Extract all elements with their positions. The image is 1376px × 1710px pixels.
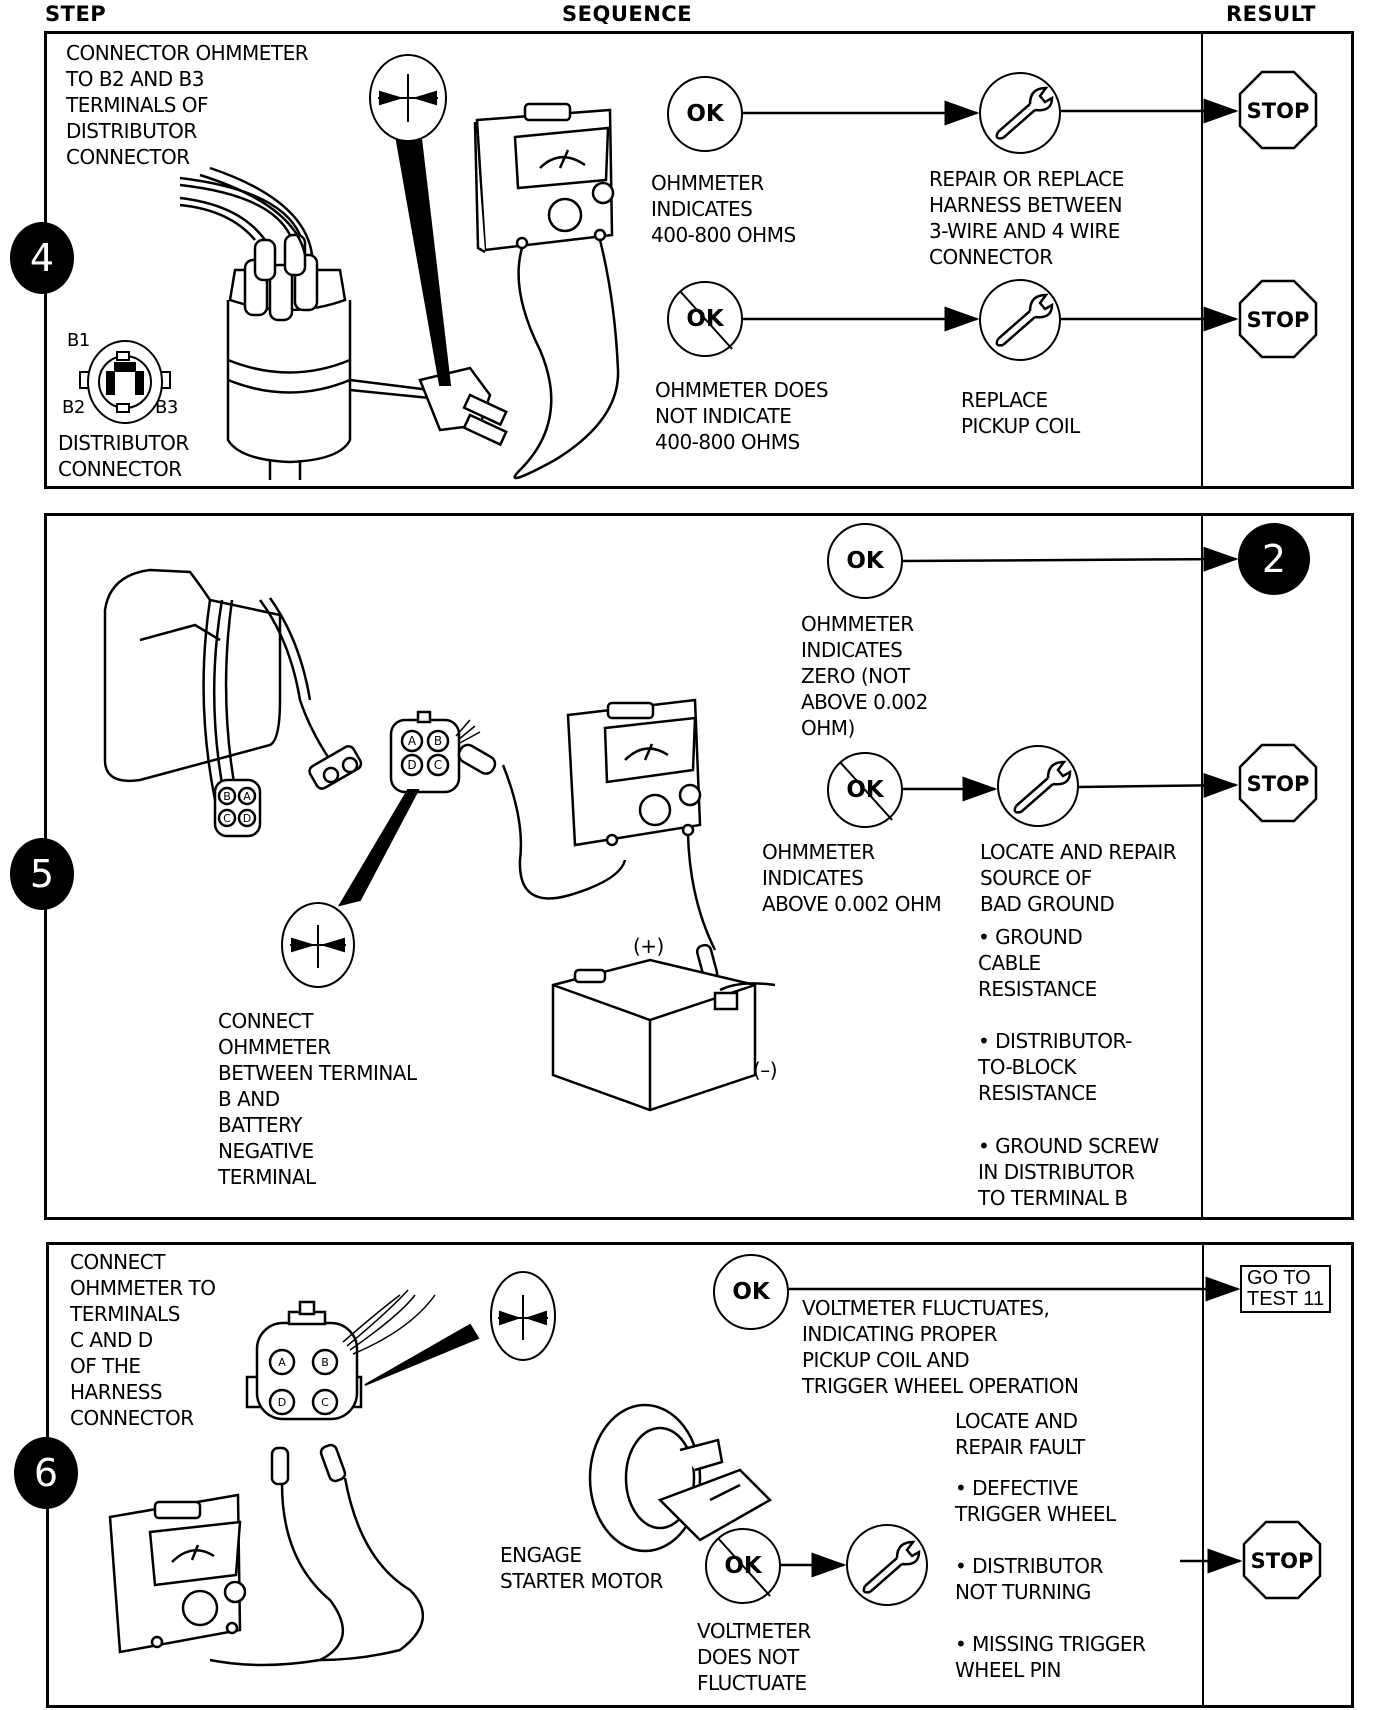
stop-sign-icon: STOP <box>1242 1520 1322 1600</box>
step-4-not-ok-condition: OHMMETER DOES NOT INDICATE 400-800 OHMS <box>655 378 829 454</box>
wrench-icon <box>997 745 1079 827</box>
step-number-badge: 6 <box>14 1437 78 1509</box>
ok-circle-icon: OK <box>667 76 743 152</box>
step-6-not-ok-action: LOCATE AND REPAIR FAULT <box>955 1409 1085 1459</box>
wrench-icon <box>846 1524 928 1606</box>
step-6-ok-condition: VOLTMETER FLUCTUATES, INDICATING PROPER … <box>802 1296 1079 1398</box>
step-5-ok-condition: OHMMETER INDICATES ZERO (NOT ABOVE 0.002… <box>801 612 928 740</box>
step-6-not-ok-condition: VOLTMETER DOES NOT FLUCTUATE <box>697 1619 811 1695</box>
stop-sign-icon: STOP <box>1238 279 1318 359</box>
step-number-badge: 5 <box>10 838 74 910</box>
pin-label-b2: B2 <box>62 397 85 418</box>
cause-item: MISSING TRIGGER WHEEL PIN <box>955 1631 1146 1683</box>
distributor-connector-label: DISTRIBUTOR CONNECTOR <box>58 431 189 481</box>
result-column-divider <box>1201 516 1203 1217</box>
cause-item: DEFECTIVE TRIGGER WHEEL <box>955 1475 1116 1527</box>
step-5-not-ok-action: LOCATE AND REPAIR SOURCE OF BAD GROUND <box>980 840 1177 916</box>
cause-item: DISTRIBUTOR NOT TURNING <box>955 1553 1103 1605</box>
ok-circle-icon: OK <box>713 1254 789 1330</box>
step-number-badge: 4 <box>10 222 74 294</box>
step-5-not-ok-condition: OHMMETER INDICATES ABOVE 0.002 OHM <box>762 840 942 916</box>
svg-text:STOP: STOP <box>1247 772 1310 796</box>
wrench-icon <box>979 279 1061 361</box>
step-4-instruction: CONNECTOR OHMMETER TO B2 AND B3 TERMINAL… <box>66 41 309 169</box>
step-5-instruction: CONNECT OHMMETER BETWEEN TERMINAL B AND … <box>218 1009 417 1189</box>
stop-label: STOP <box>1247 99 1310 123</box>
pin-label-b1: B1 <box>67 330 90 351</box>
cause-item: DISTRIBUTOR- TO-BLOCK RESISTANCE <box>978 1028 1132 1106</box>
svg-text:STOP: STOP <box>1247 308 1310 332</box>
step-4-ok-condition: OHMMETER INDICATES 400-800 OHMS <box>651 171 796 247</box>
stop-sign-icon: STOP <box>1238 70 1318 150</box>
header-result: RESULT <box>1226 2 1316 26</box>
step-4-not-ok-action: REPLACE PICKUP COIL <box>961 388 1080 438</box>
wrench-icon <box>979 72 1061 154</box>
not-ok-circle-icon: OK <box>705 1528 781 1604</box>
go-to-test-11-box[interactable]: GO TO TEST 11 <box>1240 1265 1332 1313</box>
cause-item: GROUND SCREW IN DISTRIBUTOR TO TERMINAL … <box>978 1133 1159 1211</box>
result-column-divider <box>1201 34 1203 486</box>
step-4-ok-action: REPAIR OR REPLACE HARNESS BETWEEN 3-WIRE… <box>929 167 1124 269</box>
cause-item: GROUND CABLE RESISTANCE <box>978 924 1097 1002</box>
svg-text:STOP: STOP <box>1251 1549 1314 1573</box>
pin-label-b3: B3 <box>155 397 178 418</box>
ok-circle-icon: OK <box>827 523 903 599</box>
not-ok-circle-icon: OK <box>827 752 903 828</box>
result-column-divider <box>1202 1245 1204 1705</box>
battery-positive-label: (+) <box>633 934 664 958</box>
stop-sign-icon: STOP <box>1238 743 1318 823</box>
header-sequence: SEQUENCE <box>562 2 693 26</box>
header-step: STEP <box>45 2 107 26</box>
step-6-instruction: CONNECT OHMMETER TO TERMINALS C AND D OF… <box>70 1250 216 1430</box>
go-to-step-2-badge[interactable]: 2 <box>1238 523 1310 595</box>
not-ok-circle-icon: OK <box>667 281 743 357</box>
battery-negative-label: (–) <box>753 1058 778 1082</box>
engage-starter-instruction: ENGAGE STARTER MOTOR <box>500 1543 663 1593</box>
